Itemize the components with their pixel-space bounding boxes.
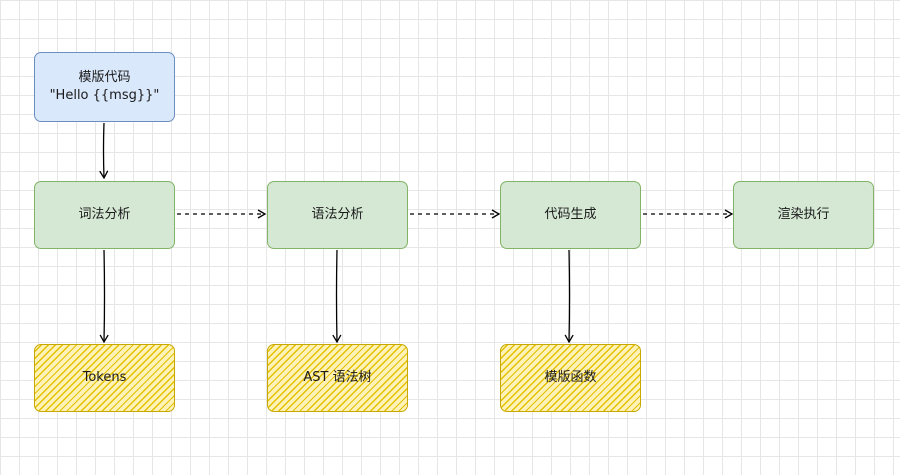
node-render-execute-label: 渲染执行 xyxy=(777,207,830,222)
node-tokens[interactable]: Tokens xyxy=(34,344,175,412)
node-syntax-analysis[interactable]: 语法分析 xyxy=(267,181,408,249)
node-lexical-analysis-label: 词法分析 xyxy=(78,207,131,222)
node-template-code-title: 模版代码 xyxy=(78,70,131,85)
node-code-generation[interactable]: 代码生成 xyxy=(500,181,641,249)
node-ast-label: AST 语法树 xyxy=(303,370,372,385)
node-syntax-analysis-label: 语法分析 xyxy=(311,207,364,222)
edge-codegen-to-function xyxy=(564,249,574,344)
node-template-function[interactable]: 模版函数 xyxy=(500,344,641,412)
edge-template-to-lexical xyxy=(99,122,109,180)
node-template-code[interactable]: 模版代码 "Hello {{msg}}" xyxy=(34,52,175,122)
node-render-execute[interactable]: 渲染执行 xyxy=(733,181,874,249)
node-template-code-example: "Hello {{msg}}" xyxy=(49,88,160,103)
edge-lexical-to-tokens xyxy=(99,249,109,344)
node-template-function-label: 模版函数 xyxy=(544,370,597,385)
node-tokens-label: Tokens xyxy=(82,370,127,385)
node-code-generation-label: 代码生成 xyxy=(544,207,597,222)
edge-syntax-to-ast xyxy=(332,249,342,344)
node-lexical-analysis[interactable]: 词法分析 xyxy=(34,181,175,249)
node-ast[interactable]: AST 语法树 xyxy=(267,344,408,412)
